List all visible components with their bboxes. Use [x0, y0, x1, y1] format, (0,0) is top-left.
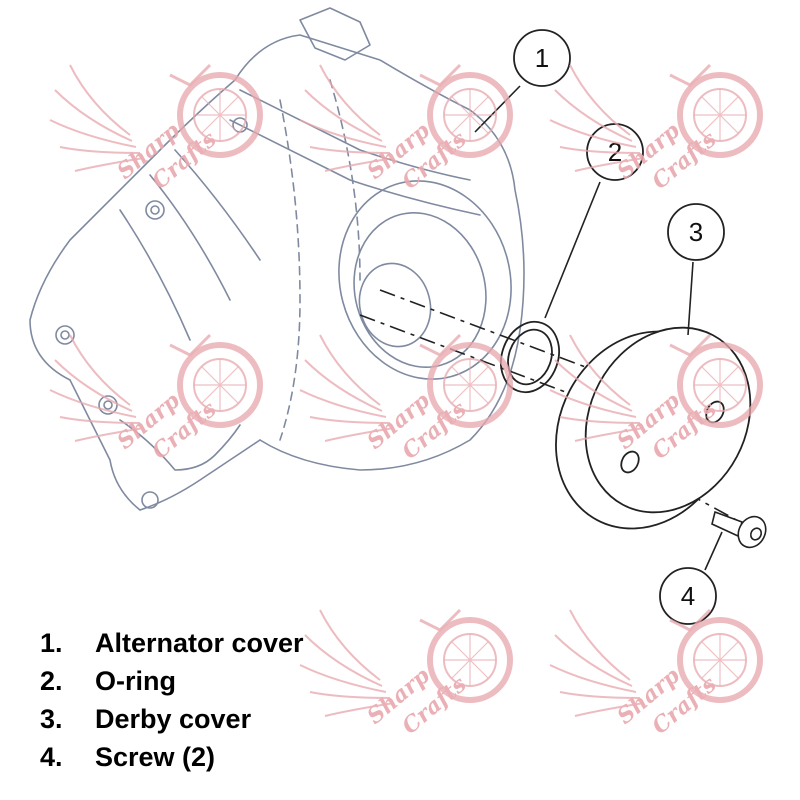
legend-item: 1. Alternator cover — [40, 628, 304, 666]
legend-item-number: 1. — [40, 628, 63, 658]
legend-item-label: Derby cover — [95, 704, 252, 734]
legend-item: 3. Derby cover — [40, 704, 304, 742]
callout-3-number: 3 — [689, 217, 703, 247]
legend-item-label: Alternator cover — [95, 628, 304, 658]
callout-4-number: 4 — [681, 581, 695, 611]
o-ring-drawing — [500, 320, 560, 394]
legend-item-label: Screw (2) — [95, 742, 216, 772]
legend-item-number: 3. — [40, 704, 63, 734]
legend-item: 2. O-ring — [40, 666, 304, 704]
callout-1-number: 1 — [535, 43, 549, 73]
legend-item-label: O-ring — [95, 666, 176, 696]
parts-legend: 1. Alternator cover 2. O-ring 3. Derby c… — [40, 628, 304, 780]
screw-drawing — [711, 510, 767, 549]
callout-leaders — [474, 85, 723, 571]
alternator-cover-drawing — [29, 7, 525, 511]
legend-item-number: 2. — [40, 666, 63, 696]
legend-item: 4. Screw (2) — [40, 742, 304, 780]
callout-4: 4 — [659, 567, 717, 625]
callout-1: 1 — [513, 29, 571, 87]
legend-item-number: 4. — [40, 742, 63, 772]
callout-3: 3 — [667, 203, 725, 261]
